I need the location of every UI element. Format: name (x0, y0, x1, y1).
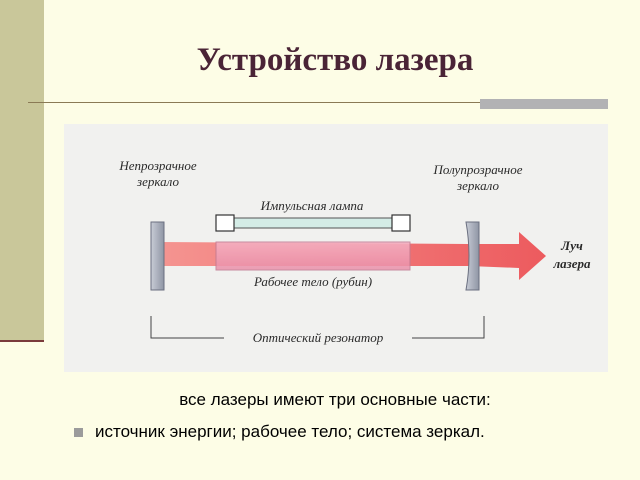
slide-title: Устройство лазера (196, 42, 474, 78)
beam-label-line1: Луч (560, 238, 583, 253)
semi-mirror-label-line1: Полупрозрачное (433, 162, 523, 177)
ruby-rod-label: Рабочее тело (рубин) (253, 274, 372, 289)
resonator-label: Оптический резонатор (253, 330, 384, 345)
sidebar-edge (0, 340, 44, 342)
opaque-mirror (150, 221, 165, 291)
bullet-item: источник энергии; рабочее тело; система … (74, 422, 485, 442)
resonator-bracket (150, 316, 485, 339)
laser-diagram: Непрозрачное зеркало Полупрозрачное зерк… (64, 124, 608, 372)
caption-text: все лазеры имеют три основные части: (179, 390, 491, 409)
opaque-mirror-label-line2: зеркало (136, 174, 179, 189)
title-divider-accent (480, 99, 608, 109)
ruby-rod (215, 241, 411, 271)
beam-label-line2: лазера (552, 256, 591, 271)
flash-lamp (215, 214, 411, 232)
bullet-text: источник энергии; рабочее тело; система … (95, 422, 485, 441)
square-bullet-icon (74, 427, 83, 437)
sidebar-strip (0, 0, 44, 340)
opaque-mirror-label-line1: Непрозрачное (118, 158, 197, 173)
flash-lamp-label: Импульсная лампа (260, 198, 364, 213)
semi-transparent-mirror (465, 221, 480, 291)
semi-mirror-label-line2: зеркало (456, 178, 499, 193)
title-divider (28, 102, 606, 103)
